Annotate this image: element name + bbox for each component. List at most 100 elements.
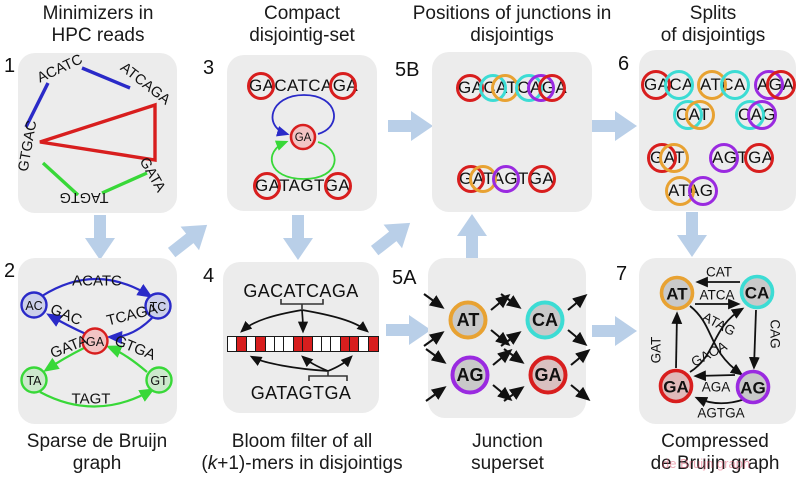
- edge-label: CAG: [768, 319, 783, 348]
- split-sequence: AGA: [754, 70, 796, 100]
- node-label: GA: [86, 335, 105, 349]
- title-line: disjointig-set: [249, 24, 355, 46]
- disjointig-sequence: GATAGTGA: [253, 172, 352, 200]
- split-sequence: AGTGA: [709, 143, 774, 173]
- red-junction-ring: [253, 172, 281, 200]
- title-panel3: Compact disjointig-set: [222, 3, 382, 46]
- orange-junction-ring: [685, 100, 715, 130]
- node-label: CA: [745, 284, 770, 303]
- caption-line: de Bruijn graph: [650, 452, 780, 474]
- panel-number-4: 4: [203, 265, 215, 287]
- panel2-graph: AC TC GA TA GT ACATC GAC TCAGA GATA GTGA…: [20, 273, 173, 408]
- panel-5a-junction-superset: AT CA AG GA: [423, 258, 591, 418]
- edge-tc-ga: [106, 317, 153, 345]
- node-ca: [525, 300, 565, 340]
- disjointig-sequence: GACATCAGA: [223, 279, 379, 303]
- node-ga: [658, 368, 694, 404]
- panel-number-3: 3: [203, 57, 215, 79]
- title-panel6: Splits of disjointigs: [630, 3, 796, 46]
- title-line: Compact: [263, 3, 341, 24]
- flow-arrow-3-to-4: [283, 215, 313, 260]
- title-line: disjointigs: [470, 24, 554, 46]
- red-junction-ring: [744, 143, 774, 173]
- flow-arrow-5a-to-5b: [457, 214, 487, 259]
- caption-line: Sparse de Bruijn: [26, 431, 168, 452]
- flow-arrow-4-to-5b: [370, 222, 411, 256]
- panel-5b-junction-positions: GACATCAGA GATAGTGA: [432, 52, 592, 212]
- node-label: AG: [740, 379, 766, 398]
- disjointig-sequence: GACATCAGA: [456, 74, 567, 102]
- loop-blue: [303, 94, 335, 135]
- flow-arrow-6-to-7: [677, 212, 707, 257]
- panel-number-5a: 5A: [392, 267, 417, 289]
- node-label: GT: [150, 374, 168, 388]
- red-junction-ring: [528, 165, 556, 193]
- edge-label: TCAGA: [105, 301, 159, 330]
- split-sequence: GACA: [641, 70, 694, 100]
- loop-blue-arrow: [271, 94, 305, 137]
- red-junction-ring: [247, 72, 275, 100]
- flow-arrow-5a-to-7: [592, 316, 637, 346]
- junction-node-group-at: AT: [423, 293, 511, 347]
- panel-1-minimizers: ACATC ATCAGA GTGAC GATA TAGTG: [16, 52, 177, 213]
- panel-number-6: 6: [618, 53, 630, 75]
- purple-junction-ring: [492, 165, 520, 193]
- panel-7-compressed-dbg: AT CA GA AG CAT ATCA ATAG GACA GAT CAG A…: [639, 258, 796, 424]
- overlap-edge-green: [41, 161, 80, 197]
- edge-ca-ag: [748, 309, 760, 370]
- hash-arrow: [301, 309, 369, 333]
- node-at: [448, 300, 488, 340]
- italic-k: k: [207, 452, 218, 474]
- caption-line: Bloom filter of all: [231, 431, 373, 452]
- overlap-triangle-red: [39, 102, 157, 162]
- junction-node-group-ga: GA: [503, 348, 591, 402]
- panel-number-7: 7: [616, 263, 628, 285]
- purple-junction-ring: [688, 176, 718, 206]
- title-line: Splits: [689, 3, 737, 24]
- caption-line: graph: [72, 452, 122, 474]
- node-ga: [81, 327, 109, 355]
- caption-line: Compressed: [661, 431, 769, 452]
- split-sequence: ATAG: [665, 176, 718, 206]
- red-junction-ring: [538, 74, 566, 102]
- caption-panel4: Bloom filter of all (k+1)-mers in disjoi…: [192, 431, 412, 474]
- node-label: AG: [457, 365, 484, 385]
- panel-4-bloom-filter: GACATCAGA GATAGTGA: [223, 262, 379, 413]
- split-sequence: CAG: [735, 100, 777, 130]
- edge-label: ACATC: [72, 273, 122, 290]
- edge-ac-tc: [41, 277, 153, 298]
- caption-line: (k+1)-mers in disjointigs: [201, 452, 403, 474]
- node-gt: [145, 366, 173, 394]
- red-junction-ring: [324, 172, 352, 200]
- split-sequence: ATCA: [697, 70, 750, 100]
- title-line: of disjointigs: [660, 24, 766, 46]
- hash-arrow: [240, 309, 303, 333]
- panel3-loops: GA: [270, 94, 336, 180]
- split-sequence: CAT: [673, 100, 715, 130]
- node-ga: [289, 123, 317, 151]
- edge-ta-gt: [39, 388, 155, 408]
- caption-line: Junction: [472, 431, 543, 452]
- flow-arrow-1-to-2: [85, 215, 115, 260]
- node-label: AT: [666, 285, 688, 304]
- node-label: CA: [532, 310, 558, 330]
- loop-green-arrow: [270, 140, 305, 180]
- node-ca: [739, 274, 775, 310]
- overlap-edge-blue: [24, 82, 50, 128]
- red-junction-ring: [329, 72, 357, 100]
- title-line: Positions of junctions in: [412, 3, 612, 24]
- loop-green: [303, 141, 336, 180]
- red-junction-ring: [766, 70, 796, 100]
- node-label: TC: [150, 300, 167, 314]
- cyan-junction-ring: [720, 70, 750, 100]
- hash-arrow: [249, 355, 329, 372]
- disjointig-sequence: GACATCAGA: [247, 72, 358, 100]
- edge-ag-ga: [693, 370, 736, 382]
- node-label: GA: [295, 132, 312, 144]
- sequence-text: GACATCAGA: [243, 281, 359, 301]
- bloom-cell-filled: [367, 336, 379, 352]
- overlap-edge-green: [101, 171, 148, 195]
- bloom-filter-bar: [227, 336, 379, 352]
- read-label: TAGTG: [60, 189, 109, 205]
